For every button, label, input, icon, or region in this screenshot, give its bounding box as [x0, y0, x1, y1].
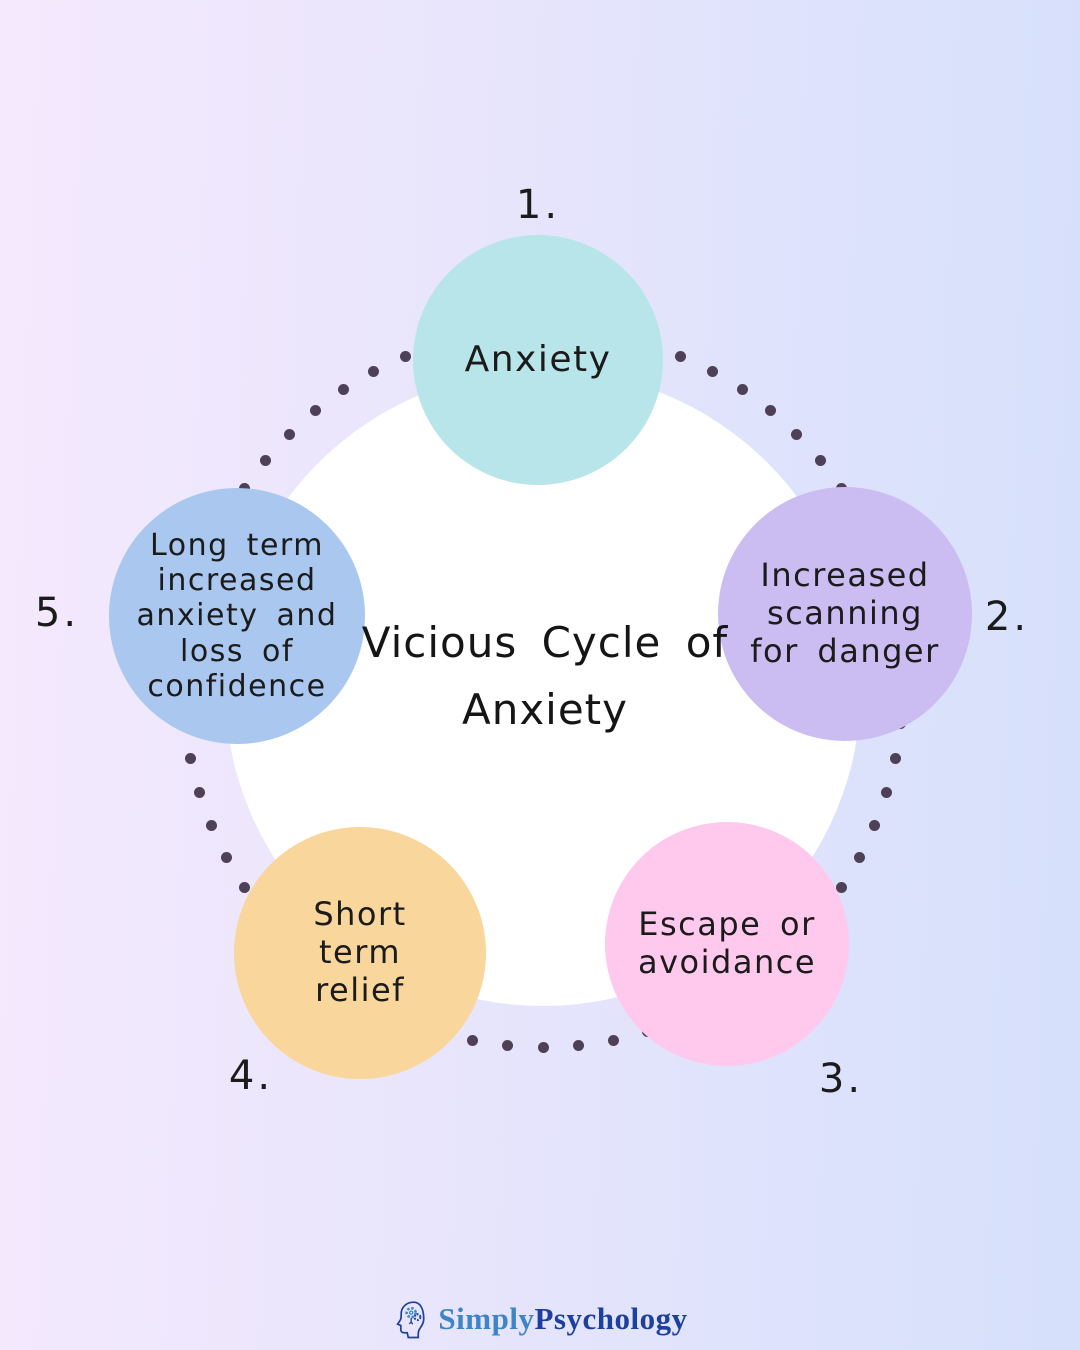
- step-label-short-term-relief: Short term relief: [313, 895, 407, 1009]
- cycle-dot: [338, 384, 350, 395]
- head-brain-icon: [396, 1301, 426, 1339]
- cycle-dot: [400, 350, 412, 362]
- cycle-dot: [467, 1034, 479, 1046]
- cycle-dot: [309, 404, 321, 416]
- step-number-2: 2.: [984, 594, 1030, 640]
- diagram-title: Vicious Cycle of Anxiety: [362, 609, 728, 743]
- cycle-dot: [889, 752, 901, 764]
- cycle-dot: [537, 1041, 549, 1053]
- cycle-dot: [368, 365, 380, 377]
- step-label-long-term-anxiety: Long term increased anxiety and loss of …: [136, 527, 338, 705]
- cycle-dot: [869, 819, 881, 831]
- cycle-dot: [502, 1039, 514, 1051]
- step-bubble-increased-scanning: Increased scanning for danger: [718, 487, 972, 741]
- step-number-5: 5.: [34, 590, 80, 636]
- step-label-increased-scanning: Increased scanning for danger: [750, 556, 940, 670]
- brand-psychology: Psychology: [534, 1301, 688, 1336]
- step-label-escape-avoidance: Escape or avoidance: [638, 905, 816, 981]
- step-bubble-escape-avoidance: Escape or avoidance: [605, 822, 849, 1066]
- cycle-dot: [607, 1034, 619, 1046]
- cycle-dot: [193, 786, 205, 798]
- brand-footer: SimplyPsychology: [0, 1298, 1080, 1340]
- cycle-dot: [185, 752, 197, 764]
- brand-simply: Simply: [438, 1301, 535, 1336]
- step-bubble-long-term-anxiety: Long term increased anxiety and loss of …: [109, 488, 365, 744]
- cycle-dot: [239, 881, 250, 893]
- cycle-dot: [815, 454, 826, 466]
- step-number-4: 4.: [228, 1053, 274, 1099]
- diagram-title-line-2: Anxiety: [461, 685, 629, 734]
- cycle-dot: [283, 428, 295, 440]
- cycle-dot: [706, 365, 718, 377]
- cycle-dot: [259, 454, 271, 466]
- cycle-dot: [205, 819, 217, 831]
- cycle-dot: [881, 786, 893, 798]
- cycle-dot: [736, 384, 748, 395]
- diagram-title-line-1: Vicious Cycle of: [361, 618, 729, 667]
- step-number-1: 1.: [515, 182, 561, 228]
- cycle-dot: [791, 428, 803, 440]
- step-bubble-short-term-relief: Short term relief: [234, 827, 486, 1079]
- cycle-dot: [572, 1039, 584, 1051]
- step-number-3: 3.: [818, 1056, 864, 1102]
- cycle-dot: [674, 350, 686, 362]
- step-label-anxiety: Anxiety: [464, 338, 612, 380]
- cycle-dot: [765, 404, 777, 416]
- cycle-dot: [220, 851, 232, 863]
- cycle-dot: [854, 851, 866, 863]
- brand-wordmark: SimplyPsychology: [438, 1301, 687, 1337]
- cycle-dot: [835, 881, 847, 893]
- step-bubble-anxiety: Anxiety: [413, 235, 663, 485]
